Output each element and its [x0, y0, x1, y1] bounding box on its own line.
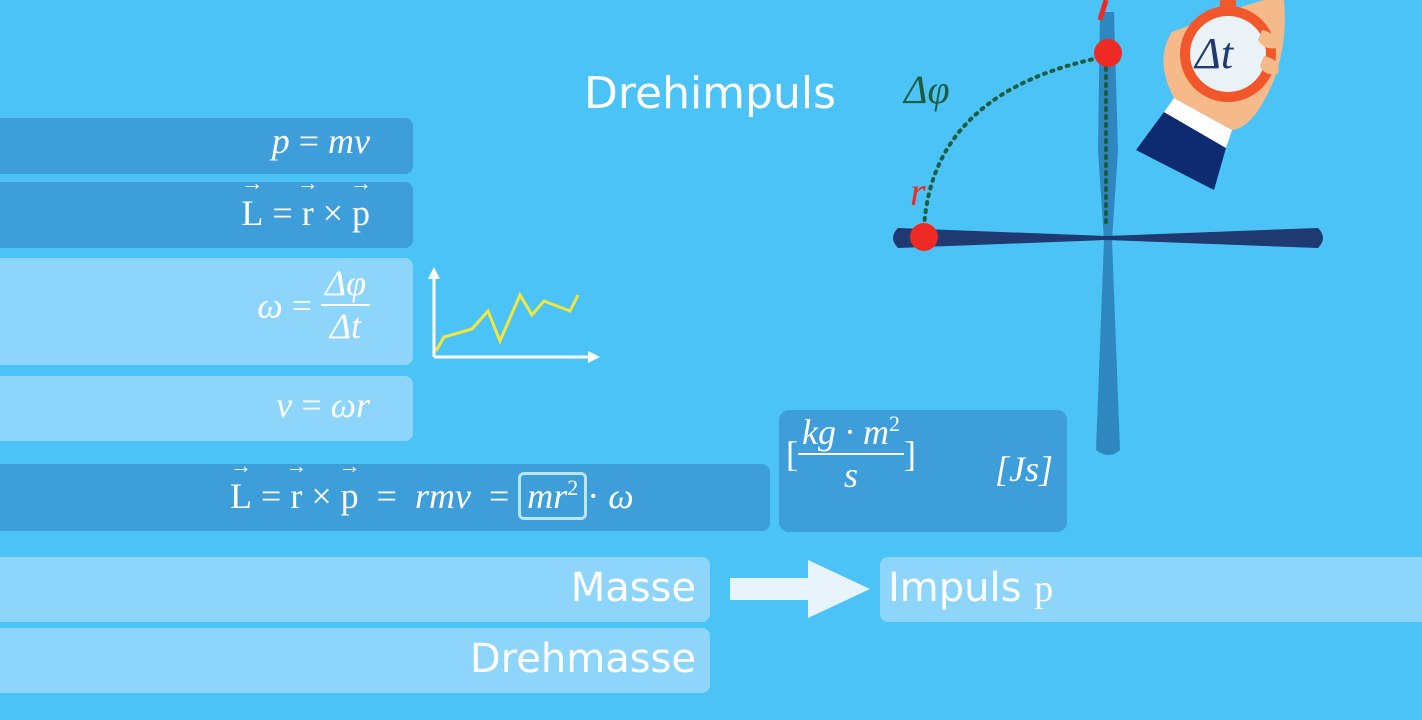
graph-icon	[428, 267, 600, 363]
point-start	[910, 223, 938, 251]
rotating-rod-horizontal	[893, 228, 1323, 248]
rotational-mass-bar	[0, 628, 710, 693]
rotation-diagram	[893, 0, 1323, 455]
rotating-rod-vertical	[1096, 12, 1120, 455]
formula-bar-momentum	[0, 118, 413, 174]
impulse-label: Impuls p	[888, 565, 1054, 611]
formula-momentum: p = mv	[271, 121, 370, 161]
radius-label: r	[910, 169, 926, 214]
point-end	[1094, 39, 1122, 67]
rotational-mass-label: Drehmasse	[469, 636, 696, 682]
formula-velocity: v = ωr	[276, 385, 370, 425]
formula-angular-momentum: L = r × p	[241, 192, 370, 234]
delta-phi-label: Δφ	[904, 67, 950, 112]
impulse-bar	[880, 557, 1422, 622]
boxed-moment-of-inertia: mr2	[518, 472, 588, 520]
unit-js: [Js]	[995, 449, 1054, 489]
unit-box	[779, 410, 1067, 532]
formula-bar-derivation	[0, 464, 770, 531]
rotation-arc	[922, 54, 1110, 230]
formula-derivation: L = r × p = rmv = mr2· ω	[230, 472, 634, 520]
mass-label: Masse	[570, 565, 696, 611]
delta-t-label: Δt	[1195, 29, 1234, 78]
formula-bar-velocity	[0, 376, 413, 441]
mass-bar	[0, 557, 710, 622]
formula-bar-angular-momentum	[0, 182, 413, 248]
page-title: Drehimpuls	[584, 68, 837, 119]
stopwatch-hand-icon	[1136, 0, 1285, 190]
arrow-right-icon	[730, 560, 870, 618]
formula-bar-angular-velocity	[0, 258, 413, 365]
